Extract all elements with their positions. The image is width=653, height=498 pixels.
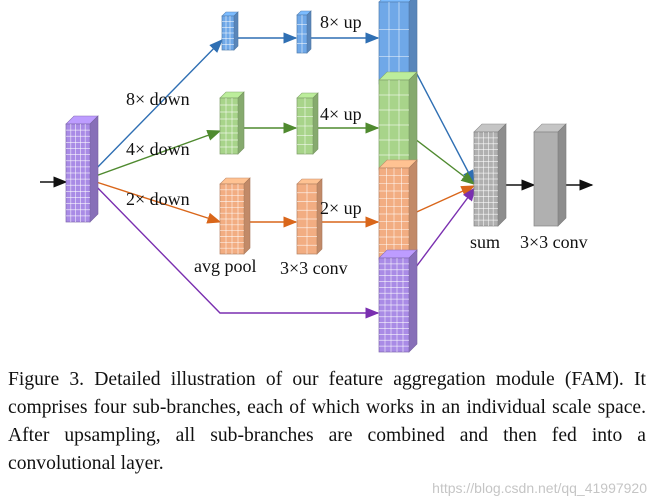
block-mid4: [296, 92, 319, 155]
label-avg-pool: avg pool: [194, 256, 257, 276]
feature-blocks: [65, 0, 567, 353]
label-4x-down: 4× down: [126, 139, 190, 159]
fam-diagram: 8× down 4× down 2× down 8× up 4× up 2× u…: [40, 0, 594, 353]
block-sum: [473, 123, 507, 227]
block-mid8: [296, 10, 312, 54]
arrow-identity-to-sum: [409, 186, 476, 276]
label-2x-down: 2× down: [126, 189, 190, 209]
block-down8: [221, 11, 239, 51]
block-down4: [219, 91, 245, 155]
label-8x-down: 8× down: [126, 89, 190, 109]
arrow-input-to-down8: [89, 38, 223, 176]
arrow-up2-to-sum: [409, 185, 476, 216]
block-up2: [378, 159, 418, 261]
block-down2: [219, 177, 251, 255]
arrow-input-identity: [89, 179, 380, 319]
label-sum: sum: [470, 232, 500, 252]
block-identity: [378, 249, 418, 353]
arrow-input-to-down2: [89, 179, 222, 224]
block-input: [65, 115, 99, 223]
label-4x-up: 4× up: [320, 104, 362, 124]
label-2x-up: 2× up: [320, 198, 362, 218]
figure-caption: Figure 3. Detailed illustration of our f…: [8, 369, 646, 474]
arrows: [40, 32, 594, 319]
label-3x3-conv-mid: 3×3 conv: [280, 258, 348, 278]
block-conv-out: [533, 123, 567, 227]
label-3x3-conv-out: 3×3 conv: [520, 232, 588, 252]
arrow-input-to-down4: [89, 130, 222, 179]
watermark: https://blog.csdn.net/qq_41997920: [432, 480, 647, 496]
block-up8: [378, 0, 418, 85]
block-up4: [378, 71, 418, 171]
label-8x-up: 8× up: [320, 12, 362, 32]
block-mid2: [296, 178, 323, 255]
